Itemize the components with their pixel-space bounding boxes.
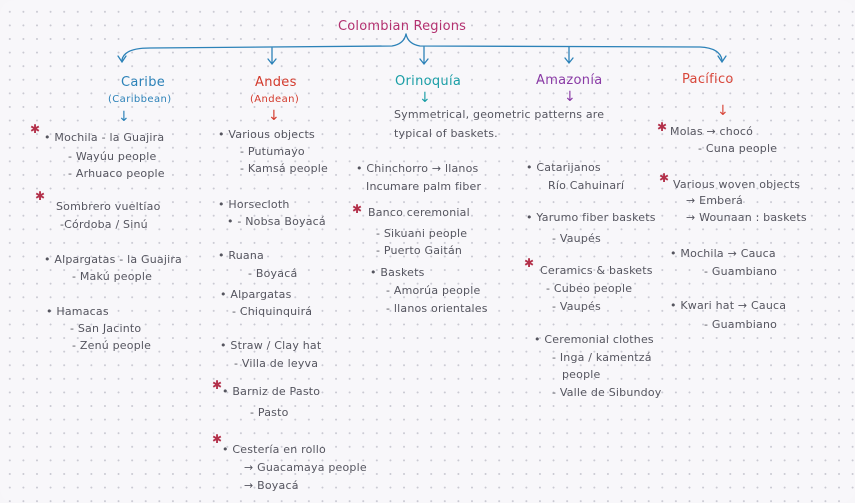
note-line: Incumare palm fiber <box>366 180 482 193</box>
note-line: • Mochila - la Guajira <box>44 131 165 144</box>
note-line: -Córdoba / Sinú <box>60 218 148 231</box>
down-arrow-icon: ↓ <box>564 89 576 105</box>
note-line: • Cestería en rollo <box>222 443 326 456</box>
down-arrow-icon: ↓ <box>268 108 280 124</box>
note-line: - Arhuaco people <box>68 167 165 180</box>
note-line: Molas → chocó <box>670 125 754 138</box>
star-icon: ✱ <box>352 202 363 216</box>
note-line: → Wounaan : baskets <box>686 211 807 224</box>
region-amazonia-title: Amazonía <box>536 73 603 88</box>
note-line: - Zenú people <box>72 339 152 352</box>
note-line: - Pasto <box>250 406 289 419</box>
hierarchy-brace <box>117 33 727 66</box>
note-line: • - Nobsa Boyacá <box>227 215 326 228</box>
note-line: - Villa de leyva <box>234 357 319 370</box>
region-pacifico-title: Pacífico <box>682 72 734 87</box>
note-line: - Puerto Gaitán <box>376 244 463 257</box>
region-orinoquia-title: Orinoquía <box>395 74 462 89</box>
note-line: • Horsecloth <box>218 198 290 211</box>
note-line: • Ruana <box>218 249 264 262</box>
note-line: - Cubeo people <box>546 282 633 295</box>
down-arrow-icon: ↓ <box>419 90 431 106</box>
note-line: people <box>562 368 601 381</box>
down-arrow-icon: ↓ <box>118 109 130 125</box>
note-line: - Boyacá <box>248 267 298 280</box>
note-line: • Chinchorro → llanos <box>356 162 479 175</box>
note-line: Ceramics & baskets <box>540 264 653 277</box>
note-line: • Mochila → Cauca <box>670 247 776 260</box>
brace-left-path <box>121 33 407 61</box>
note-line: • Ceremonial clothes <box>534 333 654 346</box>
note-line: - Guambiano <box>704 265 778 278</box>
note-line: typical of baskets. <box>394 127 498 140</box>
page-title: Colombian Regions <box>338 19 467 34</box>
note-line: → Guacamaya people <box>244 461 367 474</box>
note-line: • Alpargatas <box>220 288 292 301</box>
note-line: - Sikuani people <box>376 227 468 240</box>
note-line: - llanos orientales <box>386 302 488 315</box>
star-icon: ✱ <box>35 189 46 203</box>
note-line: • Hamacas <box>46 305 109 318</box>
star-icon: ✱ <box>524 256 535 270</box>
note-line: Sombrero vueltiao <box>56 200 161 213</box>
star-icon: ✱ <box>212 432 223 446</box>
note-line: - Vaupés <box>552 232 601 245</box>
brace-tick-amazonia <box>564 46 574 65</box>
brace-tick-orinoquia <box>419 46 429 66</box>
note-line: - Inga / kamentzá <box>552 351 652 364</box>
note-line: • Yarumo fiber baskets <box>526 211 656 224</box>
note-line: - Chiquinquirá <box>232 305 313 318</box>
note-line: → Emberá <box>686 194 743 207</box>
note-line: • Barniz de Pasto <box>222 385 321 398</box>
star-icon: ✱ <box>30 122 41 136</box>
note-line: Various woven objects <box>673 178 801 191</box>
note-line: - Amorúa people <box>386 284 481 297</box>
note-line: - Valle de Sibundoy <box>552 386 662 399</box>
note-line: - Kamsá people <box>240 162 328 175</box>
region-caribe-title: Caribe <box>121 75 166 90</box>
note-line: - Makú people <box>72 270 153 283</box>
note-line: • Straw / Clay hat <box>220 339 322 352</box>
note-line: → Boyacá <box>244 479 299 492</box>
note-line: • Catarijanos <box>526 161 601 174</box>
note-line: • Alpargatas - la Guajira <box>44 253 182 266</box>
note-line: - Wayúu people <box>68 150 157 163</box>
note-line: • Baskets <box>370 266 425 279</box>
brace-tick-andes <box>267 47 277 66</box>
brace-right-path <box>405 33 723 61</box>
note-line: - Guambiano <box>704 318 778 331</box>
brace-tick-caribe <box>117 55 127 64</box>
down-arrow-icon: ↓ <box>717 103 729 119</box>
brace-tick-pacifico <box>717 55 727 64</box>
region-andes-title: Andes <box>255 75 297 90</box>
note-line: - Vaupés <box>552 300 601 313</box>
star-icon: ✱ <box>657 120 668 134</box>
note-line: Río Cahuinarí <box>548 179 625 192</box>
region-andes-subtitle: (Andean) <box>250 94 300 105</box>
note-line: Symmetrical, geometric patterns are <box>394 108 605 121</box>
note-line: - Cuna people <box>698 142 778 155</box>
note-line: - San Jacinto <box>70 322 142 335</box>
region-caribe-subtitle: (Caribbean) <box>108 94 172 105</box>
note-line: • Kwari hat → Cauca <box>670 299 787 312</box>
note-line: - Putumayo <box>240 145 305 158</box>
star-icon: ✱ <box>212 378 223 392</box>
note-line: • Various objects <box>218 128 315 141</box>
star-icon: ✱ <box>659 171 670 185</box>
note-line: Banco ceremonial <box>368 206 470 219</box>
